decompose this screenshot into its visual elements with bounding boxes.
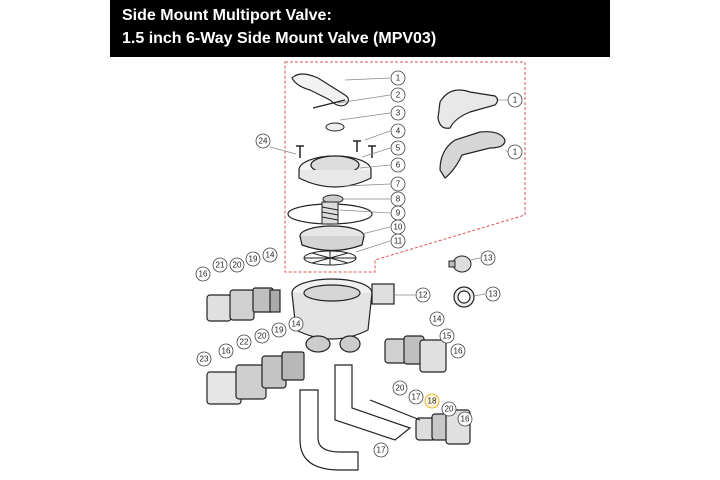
callout-20-upper: 20 — [233, 261, 242, 270]
callout-circles — [195, 70, 523, 458]
rotor-gasket-part — [303, 250, 357, 266]
handle-pin-part — [312, 99, 346, 109]
alt-handle-bottom-part — [439, 131, 506, 179]
elbow-pipe-part — [299, 364, 421, 471]
handle-part — [291, 73, 350, 107]
callout-16-lower: 16 — [222, 347, 231, 356]
pressure-gauge-part — [448, 255, 472, 273]
callout-2: 2 — [396, 91, 401, 100]
alt-handle-top-part — [437, 89, 499, 129]
page-subtitle: 1.5 inch 6-Way Side Mount Valve (MPV03) — [122, 30, 437, 47]
rotor-spring-part — [321, 201, 339, 225]
union-upper-left-part — [206, 287, 281, 322]
title-banner: Side Mount Multiport Valve: 1.5 inch 6-W… — [110, 0, 610, 57]
leader-lines — [269, 77, 509, 297]
callout-16-bottom-right: 16 — [461, 415, 470, 424]
union-lower-left-part — [206, 351, 305, 405]
callout-16-right: 16 — [454, 347, 463, 356]
callout-23: 23 — [200, 355, 209, 364]
callout-24: 24 — [259, 137, 268, 146]
callout-18-highlighted: 18 — [428, 397, 437, 406]
callout-13-sight: 13 — [489, 290, 498, 299]
valve-cover-part — [298, 155, 372, 188]
rotor-part — [299, 225, 365, 252]
callout-1-alt-bottom: 1 — [513, 148, 518, 157]
assembly-dashed-box — [284, 61, 526, 273]
callout-10: 10 — [394, 223, 403, 232]
callout-1: 1 — [396, 74, 401, 83]
callout-3: 3 — [396, 109, 401, 118]
callout-13-gauge: 13 — [484, 254, 493, 263]
union-right-middle-part — [384, 335, 447, 373]
sight-glass-part — [453, 286, 475, 308]
callout-14-upper: 14 — [266, 251, 275, 260]
callout-17-bottom: 17 — [377, 446, 386, 455]
page-title: Side Mount Multiport Valve: — [122, 7, 332, 24]
callout-8: 8 — [396, 195, 401, 204]
callout-22: 22 — [240, 338, 249, 347]
callout-7: 7 — [396, 180, 401, 189]
callout-20-right: 20 — [396, 384, 405, 393]
callout-17-right: 17 — [412, 393, 421, 402]
callout-14-lower: 14 — [292, 320, 301, 329]
callout-6: 6 — [396, 161, 401, 170]
screws-part — [296, 140, 376, 158]
callout-12: 12 — [419, 291, 428, 300]
callout-21: 21 — [216, 261, 225, 270]
callout-14-right: 14 — [433, 315, 442, 324]
callout-9: 9 — [396, 209, 401, 218]
callout-20-lower: 20 — [258, 332, 267, 341]
callout-19-upper: 19 — [249, 255, 258, 264]
valve-body-part — [291, 278, 395, 353]
callout-labels: 1 2 3 4 5 6 7 8 9 10 11 1 1 24 13 13 12 … — [199, 74, 518, 455]
callout-15: 15 — [443, 332, 452, 341]
callout-4: 4 — [396, 127, 401, 136]
callout-20-bottom-right: 20 — [445, 405, 454, 414]
callout-19-lower: 19 — [275, 326, 284, 335]
callout-16-upper: 16 — [199, 270, 208, 279]
callout-11: 11 — [394, 237, 403, 246]
callout-1-alt-top: 1 — [513, 96, 518, 105]
spring-washer-part — [325, 122, 345, 132]
callout-5: 5 — [396, 144, 401, 153]
